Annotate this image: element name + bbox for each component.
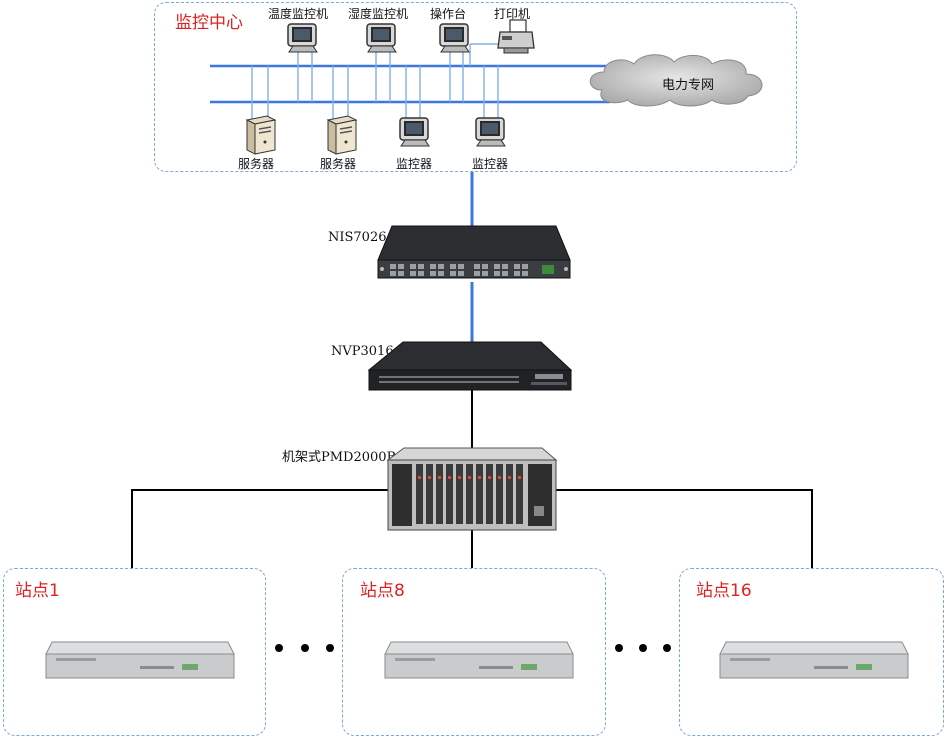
control-center-title: 监控中心 [175,13,243,33]
cloud-icon [589,54,763,107]
server-icon [245,115,277,155]
console-label: 操作台 [430,7,467,21]
site-1-region [3,568,266,736]
humidity-monitor-label: 湿度监控机 [348,7,409,21]
server-1-label: 服务器 [238,157,275,171]
switch-nis7026 [377,225,571,279]
site-16-region [679,568,944,736]
control-center-region [154,2,797,172]
monitor-icon [287,23,318,53]
converter-label: NVP3016 [331,344,394,359]
chassis-label: 机架式PMD2000B [282,450,397,465]
temp-monitor-label: 温度监控机 [268,7,329,21]
printer-label: 打印机 [494,7,531,21]
site-16-title: 站点16 [696,581,752,601]
converter-leds [379,376,519,383]
monitor-icon [475,117,506,147]
monitor-2-label: 监控器 [472,157,509,171]
link-chassis-site1 [131,489,390,568]
ellipsis-dots [275,644,671,652]
site-1-title: 站点1 [15,581,60,601]
switch-label: NIS7026 [328,230,387,245]
chassis-pmd2000b [386,447,558,531]
site-8-device [384,641,574,679]
lan-drops [251,43,499,122]
site-8-region [342,568,606,736]
converter-nvp3016 [367,341,573,391]
server-2-label: 服务器 [320,157,357,171]
monitor-1-label: 监控器 [396,157,433,171]
site-1-device [45,641,235,679]
server-icon [326,115,358,155]
monitor-icon [366,23,397,53]
monitor-icon [399,117,430,147]
site-8-title: 站点8 [360,581,405,601]
link-chassis-site16 [553,489,813,568]
site-16-device [719,641,909,679]
chassis-cards [416,464,523,524]
monitor-icon [439,23,470,53]
power-network-label: 电力专网 [662,78,715,93]
printer-icon [497,19,535,54]
